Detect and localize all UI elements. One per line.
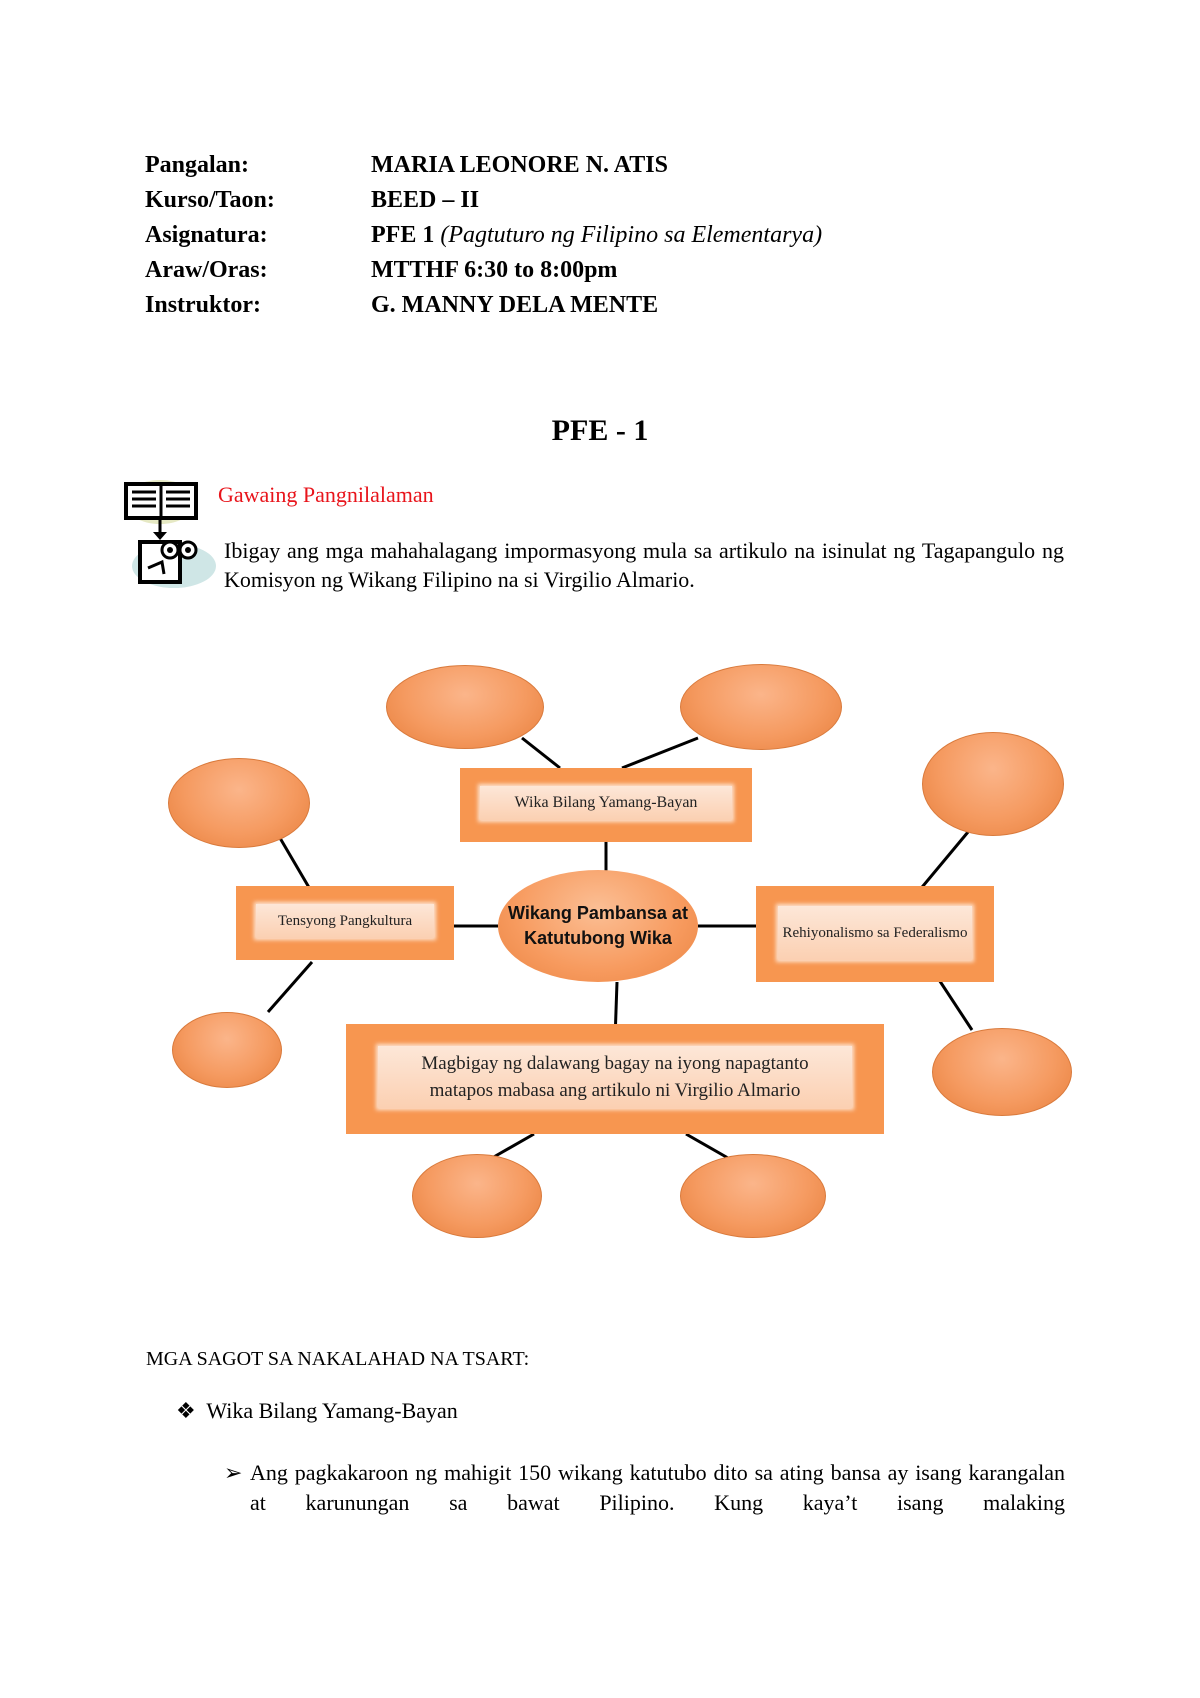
- info-row: Instruktor: G. MANNY DELA MENTE: [145, 288, 822, 323]
- answer-bubble[interactable]: [386, 665, 544, 749]
- arrow-bullet-icon: ➢: [224, 1458, 242, 1488]
- answer-bubble[interactable]: [172, 1012, 282, 1088]
- topic-box-bottom: Magbigay ng dalawang bagay na iyong napa…: [346, 1024, 884, 1134]
- info-label: Instruktor:: [145, 288, 365, 323]
- book-reader-icon: [118, 478, 218, 590]
- info-value: MTTHF 6:30 to 8:00pm: [371, 257, 617, 283]
- topic-box-top: Wika Bilang Yamang-Bayan: [460, 768, 752, 842]
- info-label: Araw/Oras:: [145, 253, 365, 288]
- answer-bullet: ❖ Wika Bilang Yamang-Bayan: [176, 1398, 458, 1424]
- info-row: Araw/Oras: MTTHF 6:30 to 8:00pm: [145, 253, 822, 288]
- student-info: Pangalan: MARIA LEONORE N. ATIS Kurso/Ta…: [145, 148, 822, 323]
- answers-heading: MGA SAGOT SA NAKALAHAD NA TSART:: [146, 1348, 529, 1371]
- answer-bubble[interactable]: [168, 758, 310, 848]
- topic-label: Wika Bilang Yamang-Bayan: [515, 794, 698, 812]
- topic-box-left: Tensyong Pangkultura: [236, 886, 454, 960]
- info-row: Pangalan: MARIA LEONORE N. ATIS: [145, 148, 822, 183]
- answer-bullet-heading: Wika Bilang Yamang-Bayan: [206, 1398, 457, 1423]
- answer-paragraph: Ang pagkakaroon ng mahigit 150 wikang ka…: [250, 1458, 1065, 1518]
- info-label: Pangalan:: [145, 148, 365, 183]
- info-label: Kurso/Taon:: [145, 183, 365, 218]
- info-label: Asignatura:: [145, 218, 365, 253]
- topic-label: Magbigay ng dalawang bagay na iyong napa…: [378, 1050, 852, 1104]
- info-value: G. MANNY DELA MENTE: [371, 292, 658, 318]
- answer-bubble[interactable]: [922, 732, 1064, 836]
- info-row: Asignatura: PFE 1 (Pagtuturo ng Filipino…: [145, 218, 822, 253]
- concept-map: Wika Bilang Yamang-Bayan Tensyong Pangku…: [0, 660, 1200, 1250]
- answer-bubble[interactable]: [932, 1028, 1072, 1116]
- answer-bubble[interactable]: [680, 1154, 826, 1238]
- info-row: Kurso/Taon: BEED – II: [145, 183, 822, 218]
- topic-box-right: Rehiyonalismo sa Federalismo: [756, 886, 994, 982]
- activity-instruction: Ibigay ang mga mahahalagang impormasyong…: [224, 536, 1064, 594]
- activity-title: Gawaing Pangnilalaman: [218, 482, 434, 508]
- answer-bubble[interactable]: [680, 664, 842, 750]
- info-value: BEED – II: [371, 187, 479, 213]
- topic-label: Tensyong Pangkultura: [278, 913, 412, 930]
- info-value: MARIA LEONORE N. ATIS: [371, 152, 668, 178]
- central-topic-label: Wikang Pambansa at Katutubong Wika: [498, 901, 698, 951]
- subject-description: (Pagtuturo ng Filipino sa Elementarya): [440, 222, 822, 248]
- document-title: PFE - 1: [0, 414, 1200, 448]
- answer-bubble[interactable]: [412, 1154, 542, 1238]
- central-topic: Wikang Pambansa at Katutubong Wika: [498, 870, 698, 982]
- topic-label: Rehiyonalismo sa Federalismo: [783, 923, 968, 943]
- info-value: PFE 1 (Pagtuturo ng Filipino sa Elementa…: [371, 222, 822, 248]
- diamond-bullet-icon: ❖: [176, 1398, 196, 1423]
